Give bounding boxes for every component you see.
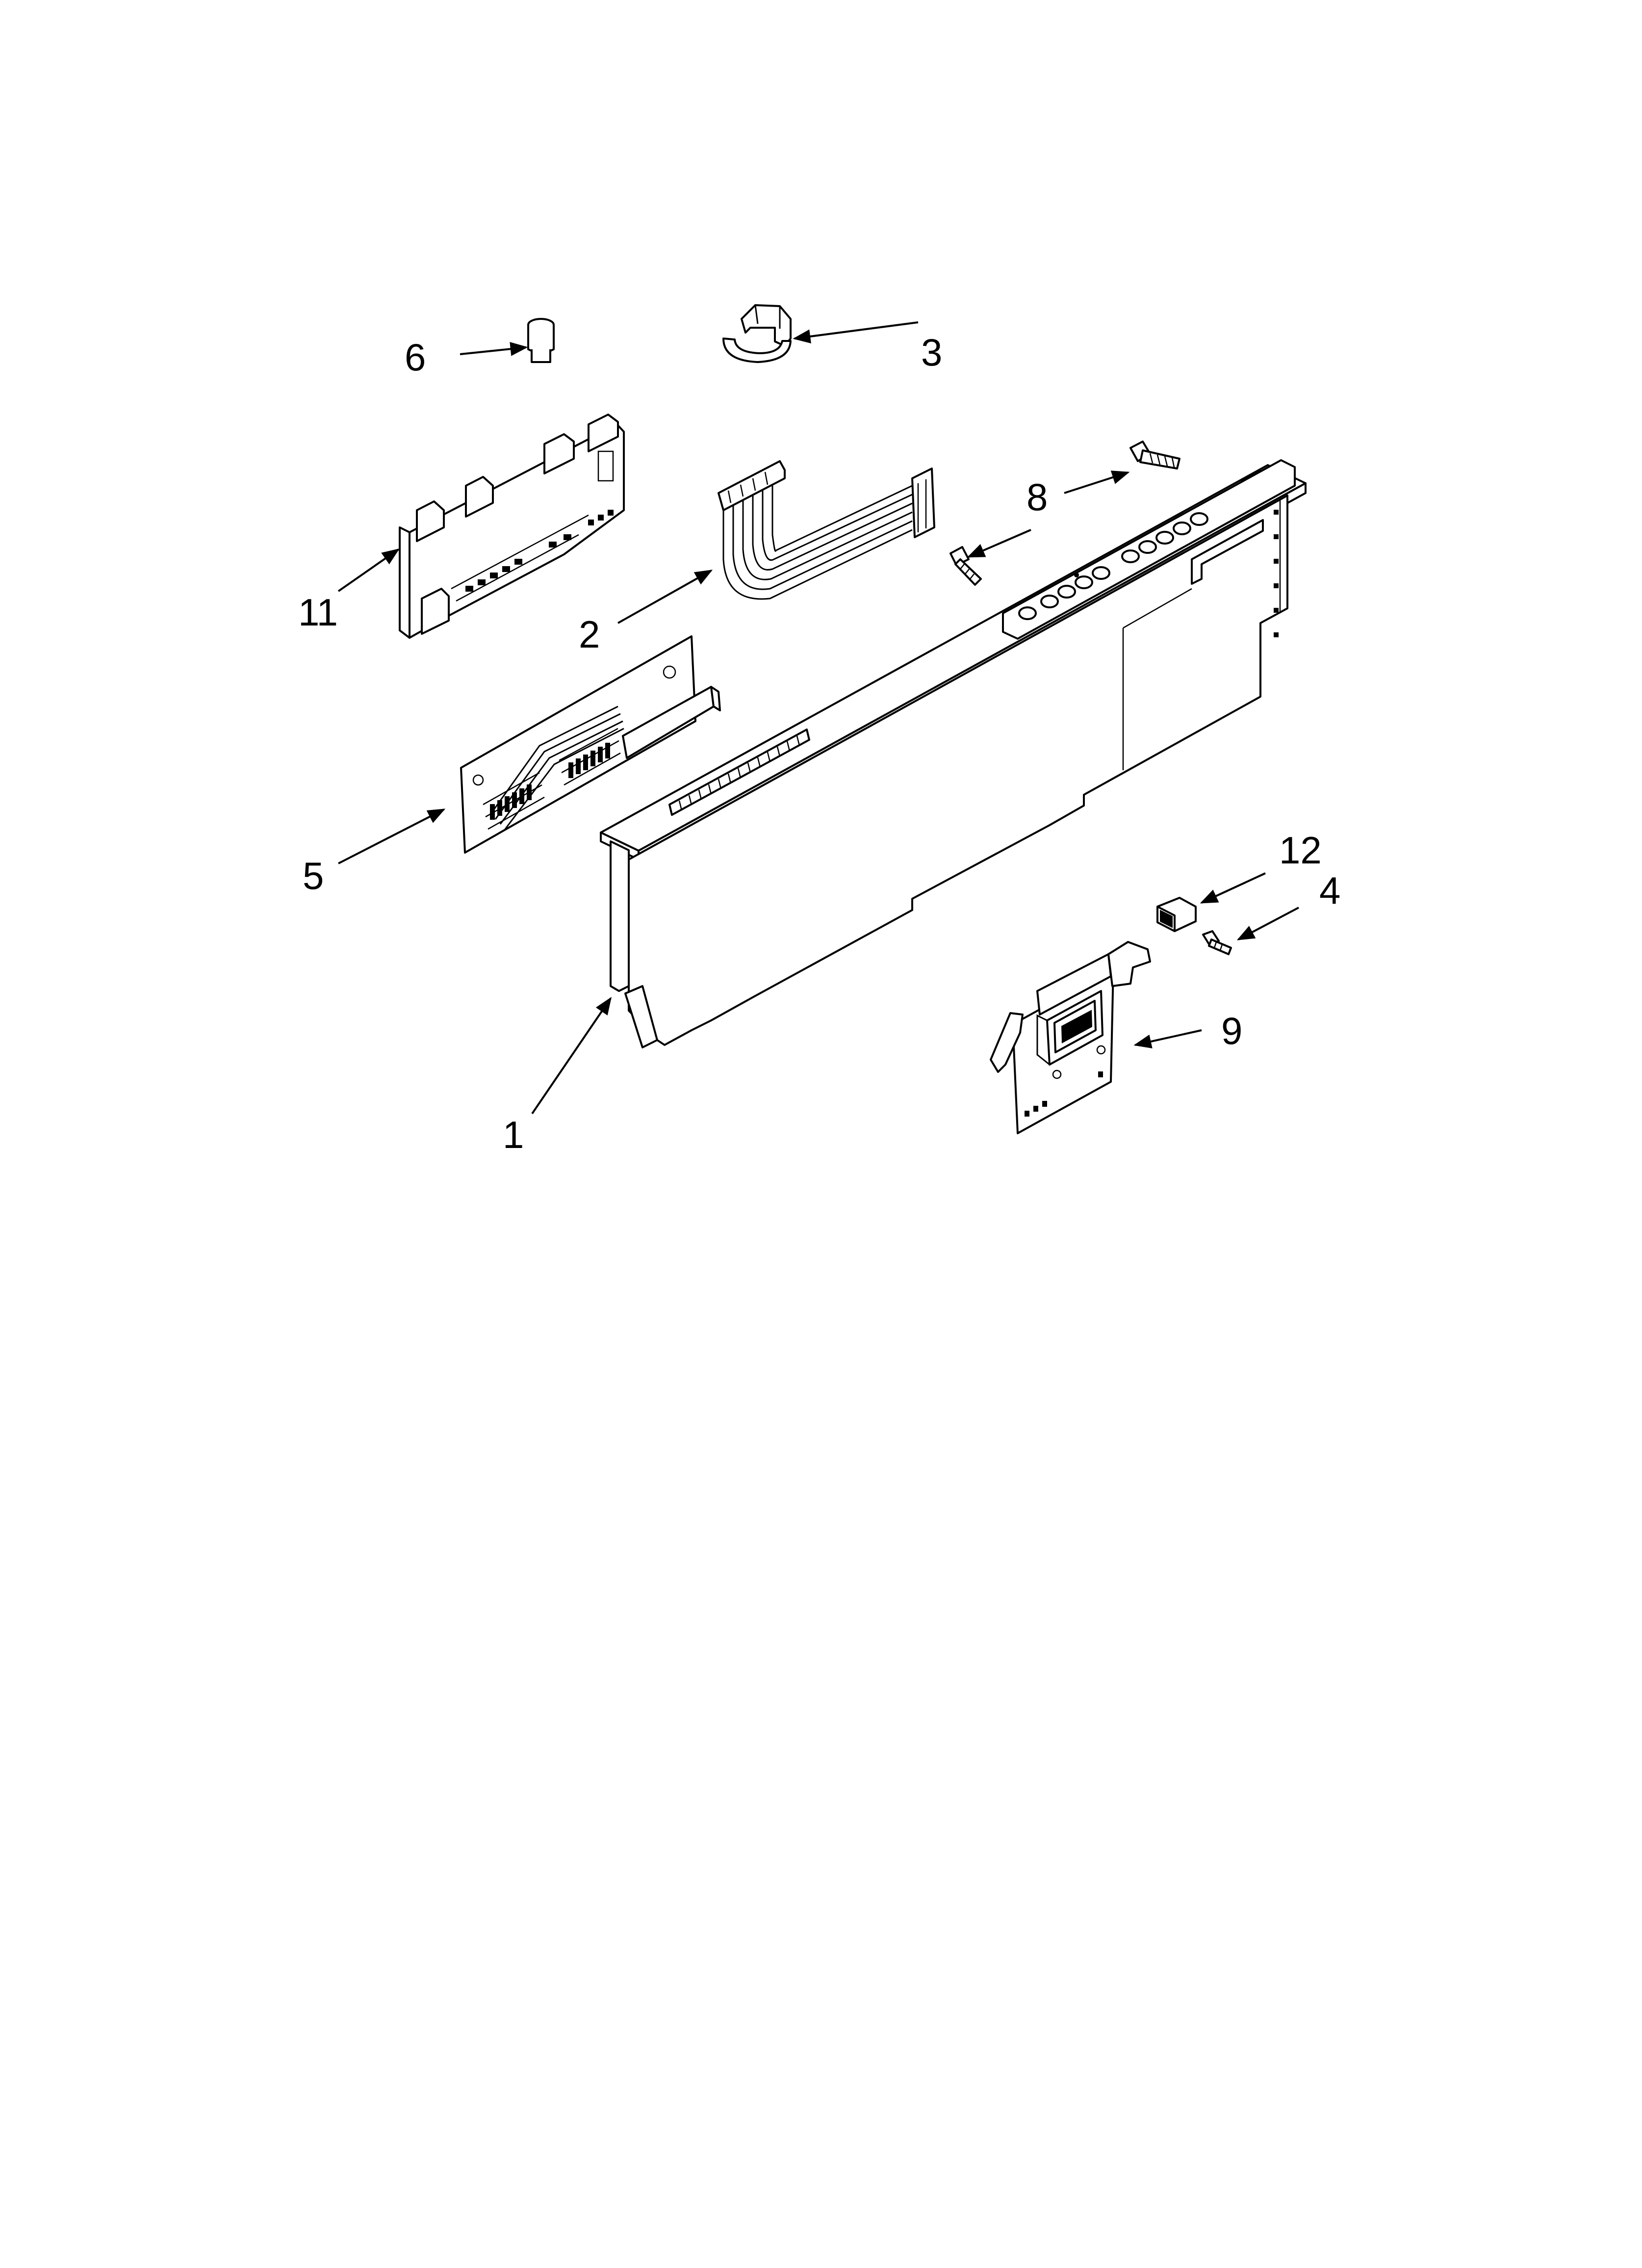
part-9-bracket-assembly[interactable]: [990, 941, 1151, 1134]
callout-labels: 6 3 8 11 2 5 1 12 4 9: [298, 331, 1340, 1156]
callout-3: 3: [921, 331, 942, 374]
callout-11: 11: [298, 591, 338, 634]
callout-6: 6: [405, 336, 426, 379]
part-3-clip[interactable]: [722, 304, 792, 363]
part-6-cap[interactable]: [527, 318, 555, 363]
callout-2: 2: [579, 613, 600, 656]
callout-9: 9: [1221, 1009, 1242, 1052]
part-12-connector[interactable]: [1156, 897, 1197, 932]
leader-3: [793, 321, 919, 344]
part-4-screw[interactable]: [1202, 930, 1232, 955]
leader-8-upper: [1064, 470, 1130, 494]
leader-11: [337, 548, 400, 592]
leader-arrows: [337, 321, 1299, 1115]
callout-4: 4: [1319, 869, 1340, 912]
callout-12: 12: [1279, 829, 1322, 872]
callout-1: 1: [503, 1113, 524, 1156]
callout-8: 8: [1026, 475, 1048, 519]
part-8-screw-upper[interactable]: [1129, 441, 1180, 469]
leader-4: [1236, 907, 1299, 940]
leader-6: [460, 342, 528, 356]
leader-2: [617, 570, 713, 624]
part-1-console-panel[interactable]: [600, 459, 1307, 1048]
leader-8-lower: [967, 529, 1031, 558]
leader-5: [338, 808, 446, 864]
part-8-screw-lower[interactable]: [949, 546, 982, 586]
leader-1: [531, 997, 612, 1115]
part-11-control-board[interactable]: [399, 414, 625, 639]
part-2-ribbon-harness[interactable]: [718, 460, 935, 600]
callout-5: 5: [303, 854, 324, 897]
leader-12: [1200, 872, 1266, 904]
part-5-circuit-board[interactable]: [460, 635, 721, 854]
leader-9: [1133, 1029, 1202, 1049]
